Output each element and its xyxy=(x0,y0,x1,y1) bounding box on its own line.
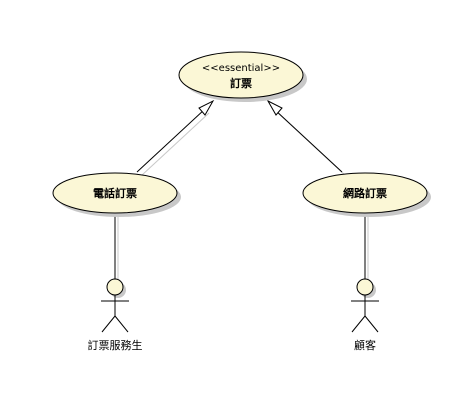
actor-figure-icon xyxy=(351,278,379,333)
usecase-phone-booking[interactable]: 電話訂票 xyxy=(52,172,181,217)
usecase-stereotype: <<essential>> xyxy=(202,63,280,74)
actor-figure-icon xyxy=(101,278,129,333)
usecase-label-booking: 訂票 xyxy=(230,76,252,90)
association-agent-phone xyxy=(114,210,119,283)
generalization-phone-to-parent xyxy=(136,99,215,177)
actor-label-agent: 訂票服務生 xyxy=(88,338,143,352)
usecase-label-web: 網路訂票 xyxy=(343,186,387,200)
usecase-ticket-booking[interactable]: <<essential>> 訂票 xyxy=(178,51,307,102)
actor-ticket-agent[interactable]: 訂票服務生 xyxy=(88,278,143,352)
association-customer-web xyxy=(364,210,369,283)
actor-customer[interactable]: 顧客 xyxy=(351,278,379,352)
usecase-label-phone: 電話訂票 xyxy=(93,186,137,200)
usecase-web-booking[interactable]: 網路訂票 xyxy=(302,172,431,217)
generalization-web-to-parent xyxy=(266,99,347,177)
actor-label-customer: 顧客 xyxy=(354,338,376,352)
